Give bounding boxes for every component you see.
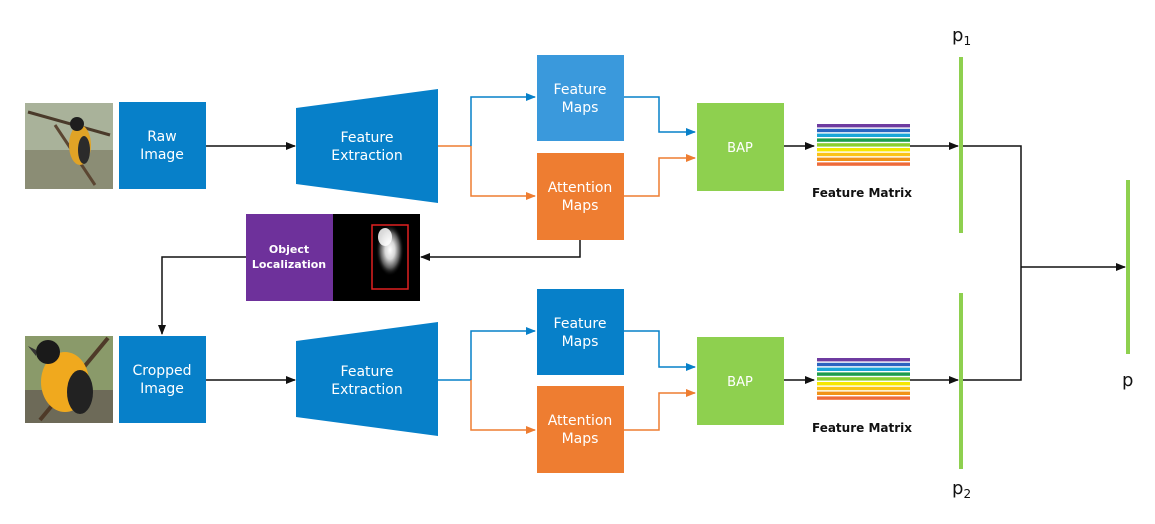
feature-matrix-bottom-label: Feature Matrix (812, 421, 912, 435)
p2-probability-bar (959, 293, 963, 469)
cropped-image-box (119, 336, 206, 423)
feature-maps-top-label-1: Feature (554, 82, 607, 98)
feature-matrix-stripe (817, 391, 910, 395)
feature-matrix-stripe (817, 143, 910, 147)
bap-top-box (697, 103, 784, 191)
feature-matrix-stripe (817, 372, 910, 376)
bap-bottom-box (697, 337, 784, 425)
p2-label: p2 (952, 478, 971, 501)
feature-extraction-bottom (296, 322, 438, 436)
bap-top-label: BAP (727, 141, 753, 156)
feature-matrix-stripe (817, 162, 910, 166)
feature-extraction-top-label-2: Extraction (331, 148, 402, 164)
arrow-attention-maps-to-bap-top (624, 154, 696, 197)
feature-matrix-top-label: Feature Matrix (812, 186, 912, 200)
object-localization-label-2: Localization (252, 258, 326, 271)
feature-matrix-stripe (817, 138, 910, 142)
raw-image-box (119, 102, 206, 189)
p1-label: p1 (952, 25, 971, 48)
feature-matrix-stripe (817, 157, 910, 161)
feature-matrix-bottom (817, 358, 910, 400)
feature-matrix-stripe (817, 152, 910, 157)
feature-matrix-stripe (817, 128, 910, 133)
arrow-feature-maps-to-bap-top (624, 96, 696, 136)
merge-line-top (963, 145, 1022, 267)
feature-extraction-top-label-1: Feature (341, 130, 394, 146)
feature-matrix-stripe (817, 386, 910, 391)
p-label: p (1122, 370, 1133, 391)
attention-maps-top-box (537, 153, 624, 240)
raw-image-label-2: Image (140, 147, 184, 163)
feature-extraction-bottom-label-1: Feature (341, 364, 394, 380)
feature-maps-top-label-2: Maps (562, 100, 599, 116)
feature-matrix-stripe (817, 382, 910, 386)
object-localization-label-1: Object (269, 243, 309, 256)
feature-maps-top-box (537, 55, 624, 141)
attention-heatmap-image (333, 214, 420, 301)
raw-bird-photo (25, 103, 113, 189)
feature-extraction-top (296, 89, 438, 203)
arrow-bottom-to-feature-maps (470, 327, 536, 380)
feature-matrix-stripe (817, 133, 910, 137)
arrow-feature-maps-to-bap-bottom (624, 330, 696, 371)
arrow-bottom-to-attention-maps (470, 380, 536, 434)
bap-bottom-label: BAP (727, 375, 753, 390)
feature-matrix-top (817, 124, 910, 166)
arrow-top-to-attention-maps (470, 146, 536, 200)
object-localization-box (246, 214, 333, 301)
merge-line-bottom (963, 267, 1022, 381)
attention-maps-bottom-label-1: Attention (548, 413, 613, 429)
cropped-image-label-2: Image (140, 381, 184, 397)
p-probability-bar (1126, 180, 1130, 354)
attention-maps-bottom-label-2: Maps (562, 431, 599, 447)
feature-matrix-stripe (817, 358, 910, 362)
feature-matrix-stripe (817, 148, 910, 152)
cropped-image-label-1: Cropped (132, 363, 191, 379)
feature-maps-bottom-box (537, 289, 624, 375)
arrow-localization-to-cropped (158, 256, 246, 335)
feature-maps-bottom-label-2: Maps (562, 334, 599, 350)
attention-maps-top-label-2: Maps (562, 198, 599, 214)
feature-matrix-stripe (817, 362, 910, 367)
feature-maps-bottom-label-1: Feature (554, 316, 607, 332)
arrow-top-to-feature-maps (470, 93, 536, 146)
arrow-attention-to-localization (420, 240, 581, 261)
feature-matrix-stripe (817, 367, 910, 371)
attention-maps-top-label-1: Attention (548, 180, 613, 196)
feature-extraction-bottom-label-2: Extraction (331, 382, 402, 398)
raw-image-label-1: Raw (147, 129, 176, 145)
arrow-attention-maps-to-bap-bottom (624, 389, 696, 431)
p1-probability-bar (959, 57, 963, 233)
feature-matrix-stripe (817, 124, 910, 128)
attention-maps-bottom-box (537, 386, 624, 473)
feature-matrix-stripe (817, 396, 910, 400)
cropped-bird-photo (25, 336, 113, 423)
feature-matrix-stripe (817, 377, 910, 381)
